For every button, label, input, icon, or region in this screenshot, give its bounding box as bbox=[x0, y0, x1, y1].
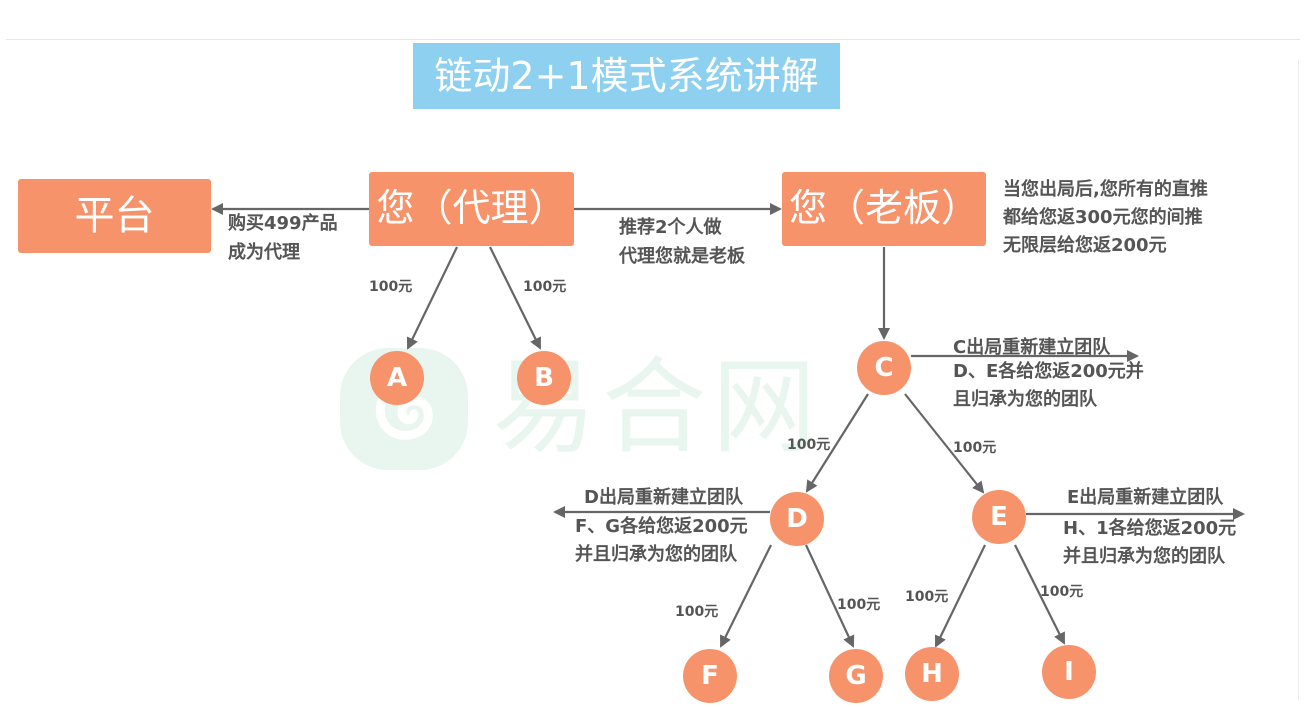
arrow-agent-to-a bbox=[406, 246, 458, 350]
node-h: H bbox=[905, 647, 959, 701]
node-d: D bbox=[770, 492, 824, 546]
d-note-line2: F、G各给您返200元 bbox=[575, 516, 748, 537]
node-g: G bbox=[829, 649, 883, 703]
arrow-c-to-d bbox=[805, 393, 869, 493]
node-i: I bbox=[1042, 645, 1096, 699]
arrow-e-to-i bbox=[1014, 544, 1065, 645]
arrow-agent-to-b bbox=[489, 246, 541, 350]
amount-label-d: 100元 bbox=[787, 437, 831, 453]
amount-label-i: 100元 bbox=[1040, 584, 1084, 600]
amount-label-e: 100元 bbox=[953, 440, 997, 456]
right-divider bbox=[1298, 60, 1299, 700]
buy-label-line1: 购买499产品 bbox=[228, 213, 338, 234]
amount-label-a: 100元 bbox=[369, 279, 413, 295]
arrow-c-to-e bbox=[904, 393, 985, 494]
c-note-line2: D、E各给您返200元并 bbox=[953, 361, 1144, 382]
buy-label-line2: 成为代理 bbox=[228, 242, 300, 263]
e-note-line2: H、1各给您返200元 bbox=[1063, 518, 1237, 539]
e-note-line3: 并且归承为您的团队 bbox=[1063, 546, 1225, 567]
d-note-line3: 并且归承为您的团队 bbox=[575, 544, 737, 565]
c-note-line3: 且归承为您的团队 bbox=[953, 389, 1097, 410]
diagram-title: 链动2+1模式系统讲解 bbox=[413, 43, 840, 109]
recommend-label-line1: 推荐2个人做 bbox=[619, 217, 722, 238]
platform-box: 平台 bbox=[18, 179, 211, 253]
amount-label-h: 100元 bbox=[905, 589, 949, 605]
amount-label-b: 100元 bbox=[523, 279, 567, 295]
recommend-label-line2: 代理您就是老板 bbox=[619, 246, 745, 267]
c-note-line1: C出局重新建立团队 bbox=[953, 337, 1111, 358]
boss-note-line1: 当您出局后,您所有的直推 bbox=[1003, 179, 1208, 200]
boss-note-line3: 无限层给您返200元 bbox=[1003, 235, 1167, 256]
arrow-d-to-f bbox=[720, 544, 772, 648]
e-note-line1: E出局重新建立团队 bbox=[1067, 487, 1224, 508]
node-e: E bbox=[972, 490, 1026, 544]
arrow-d-to-g bbox=[805, 544, 855, 648]
d-note-line1: D出局重新建立团队 bbox=[584, 487, 743, 508]
node-f: F bbox=[683, 649, 737, 703]
agent-box: 您（代理） bbox=[369, 172, 574, 246]
arrow-e-to-h bbox=[934, 544, 986, 648]
boss-note-line2: 都给您返300元您的间推 bbox=[1003, 207, 1203, 228]
amount-label-g: 100元 bbox=[837, 597, 881, 613]
amount-label-f: 100元 bbox=[675, 604, 719, 620]
node-b: B bbox=[517, 351, 571, 405]
node-a: A bbox=[370, 351, 424, 405]
node-c: C bbox=[857, 341, 911, 395]
boss-box: 您（老板） bbox=[782, 172, 986, 246]
top-divider bbox=[6, 39, 1300, 40]
